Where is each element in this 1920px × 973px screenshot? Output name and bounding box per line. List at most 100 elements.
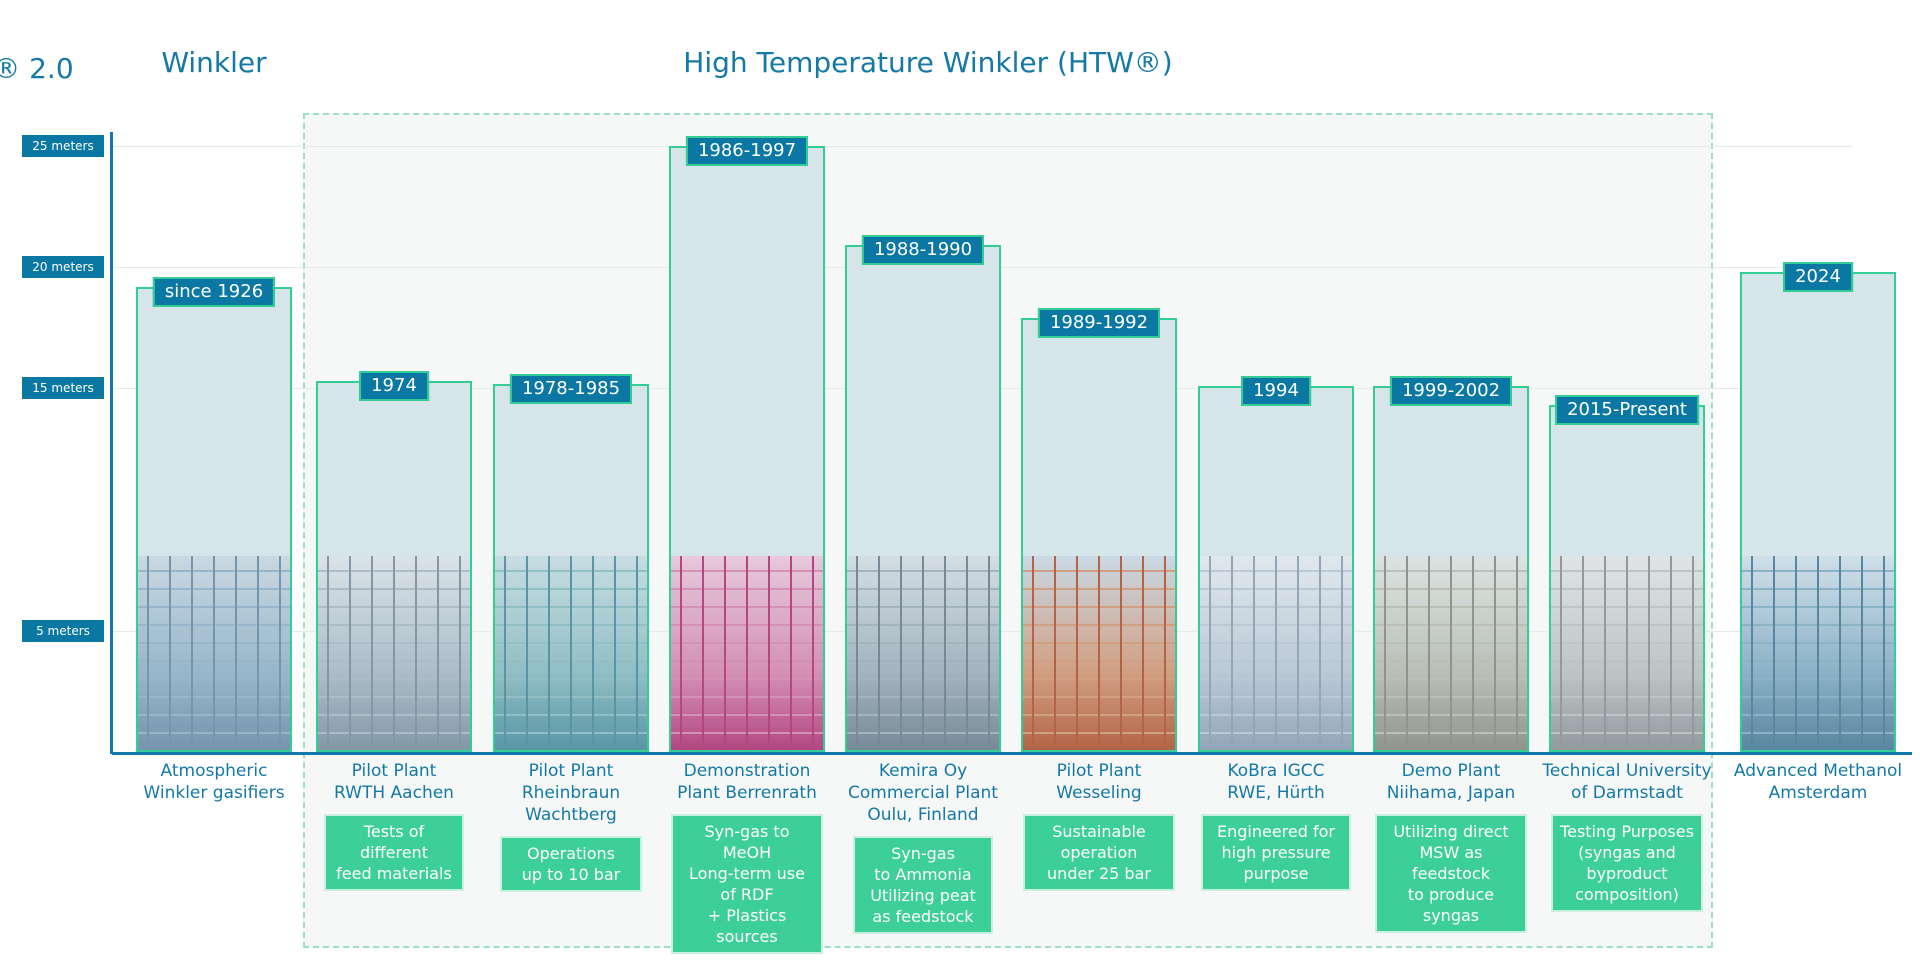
description-line: purpose xyxy=(1243,864,1309,883)
description-line: Sustainable xyxy=(1052,822,1146,841)
description-line: of RDF xyxy=(720,885,774,904)
description-line: under 25 bar xyxy=(1047,864,1151,883)
year-label: 1978-1985 xyxy=(509,373,633,404)
description-line: high pressure xyxy=(1221,843,1331,862)
plant-name-line: Oulu, Finland xyxy=(867,805,979,825)
description-line: Utilizing direct xyxy=(1393,822,1509,841)
description-line: as feedstock xyxy=(872,907,974,926)
plant-name-line: Demonstration xyxy=(683,761,811,781)
plant-description: Syn-gas to MeOH Long-term use of RDF + Plas… xyxy=(671,814,823,954)
description-line: MSW as feedstock xyxy=(1412,843,1490,883)
description-line: + Plastics sources xyxy=(707,906,787,946)
description-line: Operations xyxy=(527,844,615,863)
year-label: 1974 xyxy=(359,371,429,402)
plant-name-line: Technical University xyxy=(1542,761,1712,781)
bar: 2024 xyxy=(1740,262,1896,752)
plant-name-line: RWE, Hürth xyxy=(1227,783,1325,803)
bar: 1988-1990 xyxy=(845,235,1001,752)
plant-name-line: Amsterdam xyxy=(1768,783,1868,803)
plant-name-line: Pilot Plant xyxy=(528,761,614,781)
plant-name-line: Advanced Methanol xyxy=(1733,761,1903,781)
pilot-plant-aachen-photo xyxy=(318,555,470,750)
plant-name-line: Pilot Plant xyxy=(1056,761,1142,781)
description-line: composition) xyxy=(1575,885,1679,904)
plant-description: Sustainable operation under 25 bar xyxy=(1023,814,1175,891)
plant-name-line: Rheinbraun xyxy=(521,783,621,803)
pilot-plant-wachtberg-photo xyxy=(495,555,647,750)
year-label: 1989-1992 xyxy=(1037,308,1161,339)
plant-name-line: Kemira Oy xyxy=(878,761,968,781)
tu-darmstadt-photo xyxy=(1551,555,1703,750)
description-line: feed materials xyxy=(336,864,452,883)
year-label: 2024 xyxy=(1783,262,1853,293)
y-tick-label: 25 meters xyxy=(22,135,104,157)
group-title: High Temperature Winkler (HTW®) xyxy=(683,46,1173,79)
description-line: Utilizing peat xyxy=(870,886,976,905)
description-line: operation xyxy=(1060,843,1138,862)
kemira-oy-plant-photo xyxy=(847,555,999,750)
plant-name-line: of Darmstadt xyxy=(1571,783,1683,803)
group-title: HTW® 2.0 xyxy=(0,52,74,85)
description-line: byproduct xyxy=(1586,864,1668,883)
plant-name-line: Plant Berrenrath xyxy=(677,783,817,803)
advanced-methanol-amsterdam-photo xyxy=(1742,555,1894,750)
plant-description: Testing Purposes (syngas and byproduct comp… xyxy=(1551,814,1703,912)
plant-name-line: Niihama, Japan xyxy=(1386,783,1516,803)
plant-name-line: Pilot Plant xyxy=(351,761,437,781)
demonstration-plant-berrenrath-photo xyxy=(671,556,823,750)
description-line: Syn-gas xyxy=(891,844,955,863)
y-tick-label: 20 meters xyxy=(22,256,104,279)
winkler-gasifier-photo xyxy=(138,555,290,750)
description-line: Engineered for xyxy=(1217,822,1335,841)
y-axis xyxy=(110,132,113,754)
description-line: (syngas and xyxy=(1578,843,1676,862)
y-tick-label: 15 meters xyxy=(22,377,104,400)
pilot-plant-wesseling-photo xyxy=(1023,555,1175,750)
description-line: Testing Purposes xyxy=(1560,822,1694,841)
description-line: Syn-gas to MeOH xyxy=(704,822,790,862)
grid-line xyxy=(112,146,1852,147)
description-line: Long-term use xyxy=(689,864,805,883)
group-title: Winkler xyxy=(161,46,267,79)
bar: 2015-Present xyxy=(1549,395,1705,752)
kobra-igcc-photo xyxy=(1200,555,1352,750)
plant-name-line: KoBra IGCC xyxy=(1227,761,1325,781)
year-label: 2015-Present xyxy=(1555,395,1699,426)
bar: 1999-2002 xyxy=(1373,375,1529,752)
year-label: 1986-1997 xyxy=(685,136,809,166)
year-label: since 1926 xyxy=(152,276,276,307)
y-tick-label: 5 meters xyxy=(22,619,104,642)
description-line: to produce syngas xyxy=(1407,885,1495,925)
bar: 1974 xyxy=(316,371,472,752)
description-line: Tests of different xyxy=(360,822,428,862)
bar: since 1926 xyxy=(136,276,292,752)
plant-description: Engineered for high pressure purpose xyxy=(1201,814,1351,891)
description-line: to Ammonia xyxy=(874,865,972,884)
plant-name-line: Commercial Plant xyxy=(848,783,998,803)
year-label: 1999-2002 xyxy=(1389,375,1513,406)
plant-name-line: RWTH Aachen xyxy=(334,783,454,803)
plant-name-line: Wachtberg xyxy=(525,805,617,825)
plant-description: Tests of different feed materials xyxy=(324,814,464,891)
bar: 1978-1985 xyxy=(493,373,649,752)
x-axis xyxy=(112,752,1912,755)
demo-plant-niihama-photo xyxy=(1375,555,1527,750)
year-label: 1988-1990 xyxy=(861,235,985,266)
plant-name-line: Wesseling xyxy=(1056,783,1142,803)
plant-name-line: Atmospheric xyxy=(160,761,268,781)
bar: 1994 xyxy=(1198,375,1354,752)
bar: 1989-1992 xyxy=(1021,308,1177,752)
plant-name-line: Demo Plant xyxy=(1401,761,1501,781)
